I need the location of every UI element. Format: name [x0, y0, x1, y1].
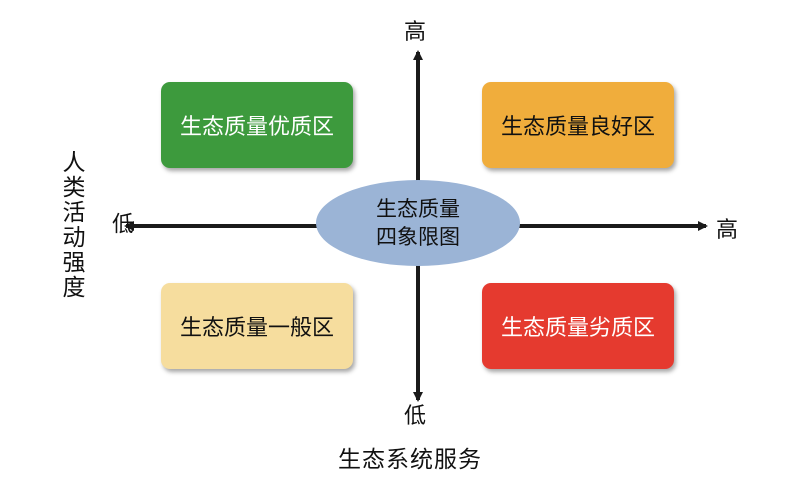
quadrant-bottom-left-label: 生态质量一般区: [179, 316, 334, 341]
center-label-line2: 四象限图: [376, 225, 460, 249]
y-axis-title: 人类活动强度: [58, 150, 84, 300]
center-label-line1: 生态质量: [376, 197, 460, 221]
quadrant-top-left: 生态质量优质区: [161, 82, 353, 168]
quadrant-bottom-right-label: 生态质量劣质区: [500, 316, 655, 341]
quadrant-bottom-right: 生态质量劣质区: [482, 283, 674, 369]
quadrant-top-right: 生态质量良好区: [482, 82, 674, 168]
x-axis-high-label: 高: [716, 218, 739, 243]
quadrant-top-left-label: 生态质量优质区: [179, 115, 334, 140]
x-axis-title: 生态系统服务: [338, 447, 482, 473]
quadrant-bottom-left: 生态质量一般区: [161, 283, 353, 369]
y-axis-high-label: 高: [404, 20, 427, 45]
y-axis-low-label: 低: [108, 212, 133, 234]
x-axis-low-label: 低: [404, 404, 427, 429]
center-ellipse: 生态质量 四象限图: [316, 180, 520, 266]
quadrant-top-right-label: 生态质量良好区: [500, 115, 655, 140]
